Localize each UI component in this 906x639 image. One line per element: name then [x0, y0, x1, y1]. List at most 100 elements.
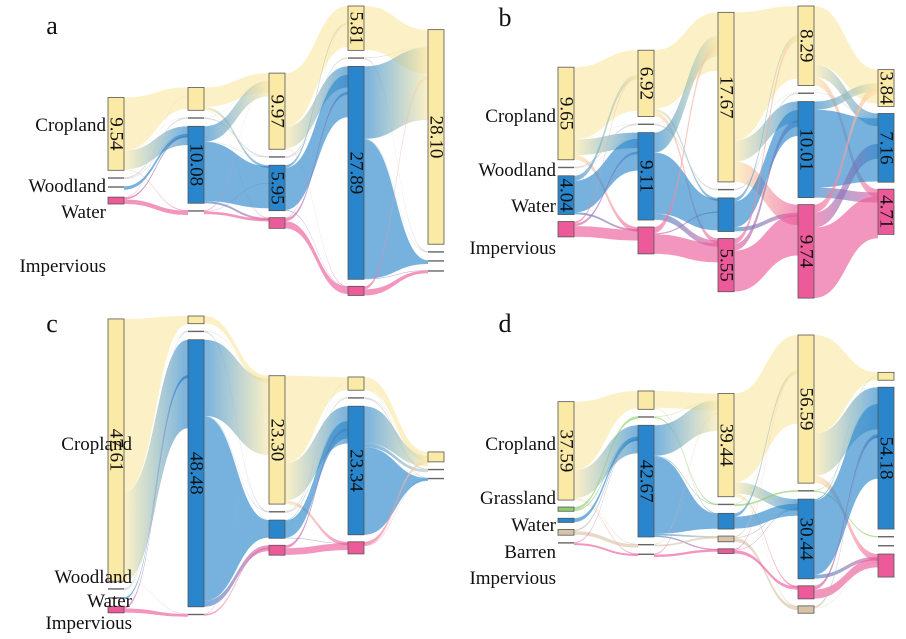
node-cropland — [877, 69, 895, 107]
node-impervious — [107, 605, 125, 614]
flow-cropland-to-water — [814, 387, 878, 476]
node-cropland — [347, 5, 365, 51]
node-value-label: 30.44 — [796, 518, 817, 561]
flow-impervious-to-water — [814, 143, 878, 228]
flow-barren-to-barren — [574, 531, 638, 548]
node-value-label: 9.65 — [556, 97, 577, 130]
flow-impervious-to-impervious — [654, 234, 718, 263]
category-label-cropland: Cropland — [35, 115, 106, 136]
node-woodland — [188, 117, 204, 119]
node-grassland — [878, 536, 894, 538]
node-value-label: 23.30 — [267, 419, 288, 462]
flow-cropland-to-water — [734, 482, 798, 511]
flow-woodland-to-water — [285, 421, 348, 513]
flow-woodland-to-woodland — [574, 123, 638, 169]
node-water — [557, 175, 575, 215]
node-value-label: 9.54 — [106, 117, 127, 151]
node-impervious — [638, 553, 654, 555]
category-label-cropland: Cropland — [485, 434, 556, 455]
flow-grassland-to-cropland — [654, 400, 718, 417]
flow-cropland-to-cropland — [734, 335, 798, 483]
node-value-label: 42.67 — [636, 460, 657, 503]
node-woodland — [798, 92, 814, 94]
flow-impervious-to-impervious — [574, 226, 638, 241]
node-water — [347, 65, 365, 280]
flow-cropland-to-cropland — [814, 6, 878, 104]
flow-water-to-water — [364, 139, 428, 279]
flow-water-to-impervious — [204, 545, 269, 607]
node-cropland — [107, 318, 125, 582]
flow-impervious-to-impervious — [204, 211, 269, 222]
node-grassland — [638, 416, 654, 418]
node-water — [268, 519, 286, 539]
node-value-label: 7.16 — [876, 131, 897, 164]
flow-impervious-to-water — [124, 376, 188, 609]
flow-impervious-to-cropland — [204, 87, 269, 212]
flow-cropland-to-impervious — [574, 155, 638, 232]
node-cropland — [187, 86, 205, 111]
node-impervious — [268, 544, 286, 556]
node-cropland — [187, 315, 205, 325]
panel-b-nodes: 9.654.046.929.1117.675.558.2910.019.743.… — [556, 5, 897, 299]
panel-d-links — [574, 335, 878, 611]
flow-water-to-woodland — [364, 138, 428, 253]
node-value-label: 8.29 — [796, 29, 817, 62]
node-cropland — [797, 5, 815, 86]
node-water — [877, 386, 895, 530]
flow-woodland-to-cropland — [364, 47, 428, 59]
flow-impervious-to-impervious — [285, 543, 348, 555]
flow-water-to-cropland — [204, 339, 269, 455]
flow-barren-to-water — [734, 508, 798, 538]
node-water — [268, 164, 286, 212]
flow-impervious-to-impervious — [124, 199, 188, 216]
flow-impervious-to-water — [734, 120, 798, 251]
flow-grassland-to-cropland — [734, 370, 798, 505]
flow-cropland-to-woodland — [364, 389, 428, 470]
node-cropland — [268, 72, 286, 150]
flow-cropland-to-water — [654, 108, 718, 201]
node-impervious — [557, 221, 575, 238]
flow-woodland-to-cropland — [204, 330, 269, 380]
node-woodland — [269, 156, 285, 158]
flow-grassland-to-grassland — [734, 490, 798, 506]
node-value-label: 5.55 — [716, 248, 737, 281]
flow-impervious-to-woodland — [364, 469, 428, 546]
flow-cropland-to-woodland — [124, 330, 188, 493]
node-water — [108, 186, 124, 188]
flow-water-to-cropland — [285, 22, 348, 168]
flow-cropland-to-woodland — [285, 397, 348, 464]
category-label-woodland: Woodland — [478, 160, 556, 181]
flow-cropland-to-cropland — [204, 316, 269, 383]
flow-cropland-to-cropland — [285, 375, 348, 463]
flow-water-to-cropland — [734, 370, 798, 517]
node-value-label: 5.95 — [267, 171, 288, 204]
flow-grassland-to-water — [814, 404, 878, 491]
flow-cropland-to-woodland — [124, 117, 188, 151]
flow-water-to-water — [204, 141, 269, 209]
node-cropland — [717, 393, 735, 498]
category-label-cropland: Cropland — [485, 106, 556, 127]
flow-woodland-to-cropland — [364, 397, 428, 457]
node-woodland — [428, 468, 444, 471]
flow-impervious-to-water — [204, 183, 269, 212]
flow-water-to-water — [364, 447, 428, 535]
node-impervious — [717, 548, 735, 554]
flow-cropland-to-impervious — [285, 500, 348, 546]
node-cropland — [268, 375, 286, 505]
node-water — [717, 512, 735, 530]
flow-woodland-to-cropland — [204, 80, 269, 118]
node-cropland — [797, 334, 815, 484]
category-label-impervious: Impervious — [45, 613, 132, 634]
node-woodland — [348, 397, 364, 399]
node-value-label: 10.01 — [796, 128, 817, 171]
flow-impervious-to-water — [285, 91, 348, 222]
flow-water-to-cropland — [814, 375, 878, 501]
node-impervious — [268, 217, 286, 229]
flow-barren-to-barren — [654, 536, 718, 547]
flow-water-to-impervious — [654, 535, 718, 551]
node-value-label: 37.59 — [556, 429, 577, 472]
category-label-grassland: Grassland — [480, 488, 556, 509]
